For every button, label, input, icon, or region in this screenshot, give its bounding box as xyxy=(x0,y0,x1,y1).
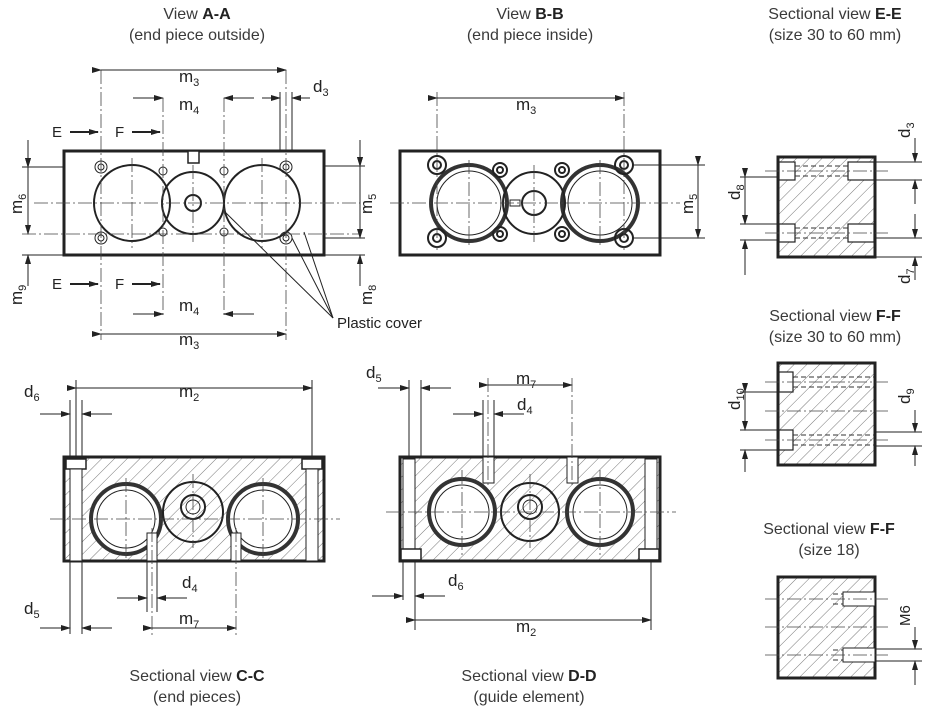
svg-text:m4: m4 xyxy=(179,95,199,117)
svg-text:m4: m4 xyxy=(179,296,199,318)
view-bb-drawing: m3 m5 xyxy=(390,92,705,257)
svg-text:m8: m8 xyxy=(357,285,379,305)
section-ff-drawing: d10 d9 xyxy=(725,361,922,472)
caption-view-cc: Sectional view C-C (end pieces) xyxy=(129,668,265,706)
section-dd-drawing: d5 m7 d4 d6 m2 xyxy=(366,363,676,639)
plastic-cover-label: Plastic cover xyxy=(337,315,422,332)
svg-text:m7: m7 xyxy=(516,369,536,391)
svg-text:m2: m2 xyxy=(179,382,199,404)
section-marker-f-top: F xyxy=(115,124,124,141)
svg-text:d6: d6 xyxy=(24,382,40,404)
view-aa-drawing: m3 m4 d3 E F E F m6 m9 m5 m8 m4 m3 Plast… xyxy=(7,67,422,352)
svg-text:d5: d5 xyxy=(366,363,382,385)
section-ee-drawing: d3 d8 d7 xyxy=(725,122,922,284)
section-marker-e-top: E xyxy=(52,124,62,141)
svg-text:m3: m3 xyxy=(516,95,536,117)
svg-text:d6: d6 xyxy=(448,571,464,593)
svg-text:m9: m9 xyxy=(7,285,29,305)
svg-text:m6: m6 xyxy=(7,194,29,214)
svg-text:m5: m5 xyxy=(678,194,700,214)
caption-view-ee: Sectional view E-E (size 30 to 60 mm) xyxy=(768,6,902,44)
caption-view-ff-size18: Sectional view F-F (size 18) xyxy=(763,521,895,559)
caption-view-aa: View A-A (end piece outside) xyxy=(128,6,266,44)
view-aa-notch xyxy=(187,150,200,164)
svg-text:d4: d4 xyxy=(517,395,533,417)
svg-text:d4: d4 xyxy=(182,573,198,595)
svg-text:d8: d8 xyxy=(725,184,747,200)
caption-view-bb: View B-B (end piece inside) xyxy=(466,6,594,44)
svg-text:d10: d10 xyxy=(725,388,747,410)
svg-text:d5: d5 xyxy=(24,599,40,621)
svg-text:d3: d3 xyxy=(313,77,329,99)
caption-view-ff: Sectional view F-F (size 30 to 60 mm) xyxy=(768,308,902,346)
svg-text:d9: d9 xyxy=(895,388,917,404)
svg-text:M6: M6 xyxy=(897,605,914,626)
section-marker-e-bottom: E xyxy=(52,276,62,293)
svg-text:d7: d7 xyxy=(895,268,917,284)
svg-text:m7: m7 xyxy=(179,609,199,631)
svg-text:d3: d3 xyxy=(895,122,917,138)
svg-text:m2: m2 xyxy=(516,617,536,639)
svg-text:m3: m3 xyxy=(179,67,199,89)
svg-text:m5: m5 xyxy=(357,194,379,214)
section-ff-body xyxy=(776,361,877,467)
section-marker-f-bottom: F xyxy=(115,276,124,293)
svg-text:m3: m3 xyxy=(179,330,199,352)
section-ff18-drawing: M6 xyxy=(765,575,922,685)
caption-view-dd: Sectional view D-D (guide element) xyxy=(461,668,597,706)
section-cc-drawing: m2 d6 d4 d5 m7 xyxy=(24,380,340,636)
